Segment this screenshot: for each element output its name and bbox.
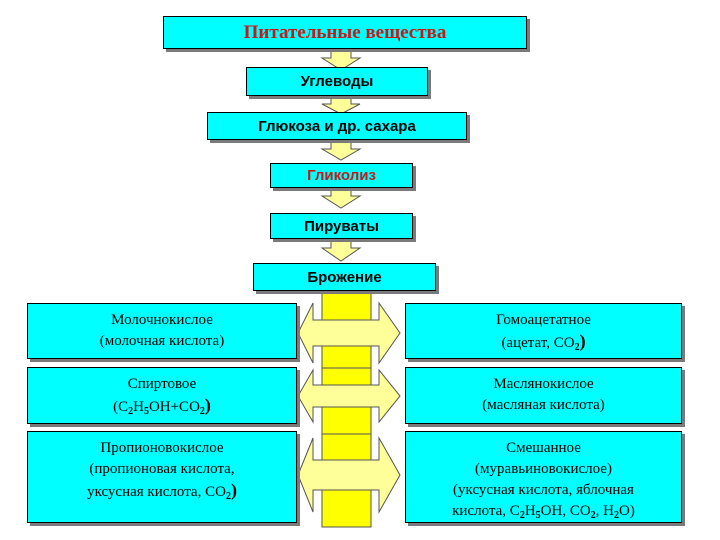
pyruvates-label: Пируваты [304,217,379,235]
propionic-product: (пропионовая кислота, [89,461,235,477]
down-arrow-5 [320,238,362,262]
homoacetate-box: Гомоацетатное (ацетат, CO2) [405,303,682,359]
branch-arrow-3 [297,436,401,514]
glucose-label: Глюкоза и др. сахара [258,117,416,135]
propionic-box: Пропионовокислое (пропионовая кислота, у… [27,431,297,523]
nutrients-title: Питательные вещества [243,21,447,43]
mixed-product-2: кислота, C2H5OH, CO2, H2O) [452,503,635,521]
alcohol-title: Спиртовое [127,376,197,392]
nutrients-title-box: Питательные вещества [163,16,527,49]
homoacetate-product: (ацетат, CO2) [501,331,586,353]
glycolysis-box: Гликолиз [270,163,413,188]
carbs-label: Углеводы [300,73,374,90]
alcohol-box: Спиртовое (C2H5OH+CO2) [27,367,297,424]
glycolysis-label: Гликолиз [307,167,376,184]
down-arrow-3 [320,139,362,161]
fermentation-label: Брожение [307,268,382,286]
mixed-title: Смешанное [506,440,581,456]
lactic-box: Молочнокислое (молочная кислота) [27,303,297,359]
branch-arrow-2 [297,368,401,424]
butyric-product: (масляная кислота) [482,397,605,413]
alcohol-formula: (C2H5OH+CO2) [113,395,211,417]
propionic-title: Пропионовокислое [100,440,224,456]
propionic-product-2: уксусная кислота, CO2) [87,480,237,502]
down-arrow-1 [320,48,362,71]
glucose-box: Глюкоза и др. сахара [207,112,467,140]
pyruvates-box: Пируваты [270,213,413,239]
carbs-box: Углеводы [246,67,428,96]
lactic-product: (молочная кислота) [99,333,225,349]
homoacetate-title: Гомоацетатное [496,312,591,328]
butyric-box: Маслянокислое (масляная кислота) [405,367,682,424]
butyric-title: Маслянокислое [493,376,594,392]
mixed-product: (уксусная кислота, яблочная [453,482,634,498]
down-arrow-4 [320,187,362,209]
branch-arrow-1 [297,301,401,365]
fermentation-box: Брожение [253,263,436,291]
down-arrow-2 [321,95,361,115]
lactic-title: Молочнокислое [111,312,213,328]
mixed-box: Смешанное (муравьиновокислое) (уксусная … [405,431,682,523]
mixed-subtitle: (муравьиновокислое) [475,461,612,477]
